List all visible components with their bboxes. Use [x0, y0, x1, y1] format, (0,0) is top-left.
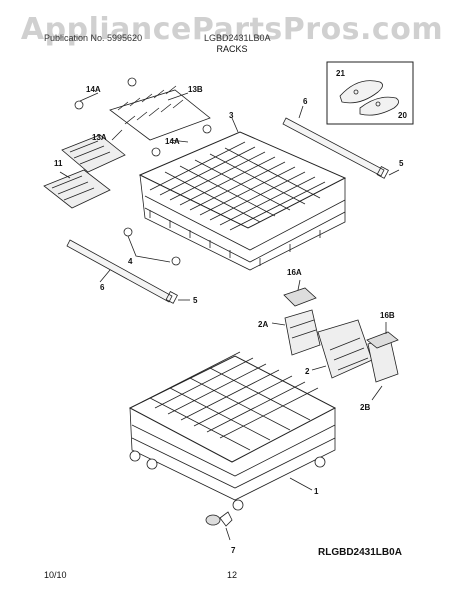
callout-2A: 2A — [258, 320, 268, 329]
callout-21: 21 — [336, 69, 345, 78]
rail-bottom — [66, 239, 190, 304]
page-number: 12 — [226, 570, 237, 580]
callout-2B: 2B — [360, 403, 370, 412]
callout-14A-top: 14A — [86, 85, 101, 94]
callout-2: 2 — [305, 367, 310, 376]
watermark-logo: AppliancePartsPros.com — [20, 12, 444, 47]
lower-rack — [128, 351, 337, 511]
callout-6-top: 6 — [303, 97, 308, 106]
publication-number: Publication No. 5995620 — [44, 33, 143, 43]
callout-13A: 13A — [92, 133, 107, 142]
inset-box — [326, 61, 414, 125]
callout-6-bottom: 6 — [100, 283, 105, 292]
section-title: RACKS — [216, 44, 248, 54]
callout-16A: 16A — [287, 268, 302, 277]
callout-7: 7 — [231, 546, 236, 555]
tine-assembly — [74, 77, 212, 157]
callout-16B: 16B — [380, 311, 395, 320]
callout-5-top: 5 — [399, 159, 404, 168]
silverware-baskets — [271, 279, 399, 401]
callout-3: 3 — [229, 111, 234, 120]
callout-20: 20 — [398, 111, 407, 120]
callout-11: 11 — [54, 159, 63, 168]
adjuster-parts — [123, 227, 181, 266]
upper-rack — [138, 117, 347, 271]
rail-top — [282, 105, 400, 179]
wheel-part — [205, 511, 233, 541]
callout-5-bottom: 5 — [193, 296, 198, 305]
callout-1: 1 — [314, 487, 319, 496]
callout-4: 4 — [128, 257, 133, 266]
diagram-code: RLGBD2431LB0A — [318, 547, 402, 558]
cup-shelves — [43, 134, 126, 209]
model-number: LGBD2431LB0A — [204, 33, 271, 43]
footer-date: 10/10 — [44, 570, 67, 580]
callout-13B: 13B — [188, 85, 203, 94]
callout-14A-mid: 14A — [165, 137, 180, 146]
